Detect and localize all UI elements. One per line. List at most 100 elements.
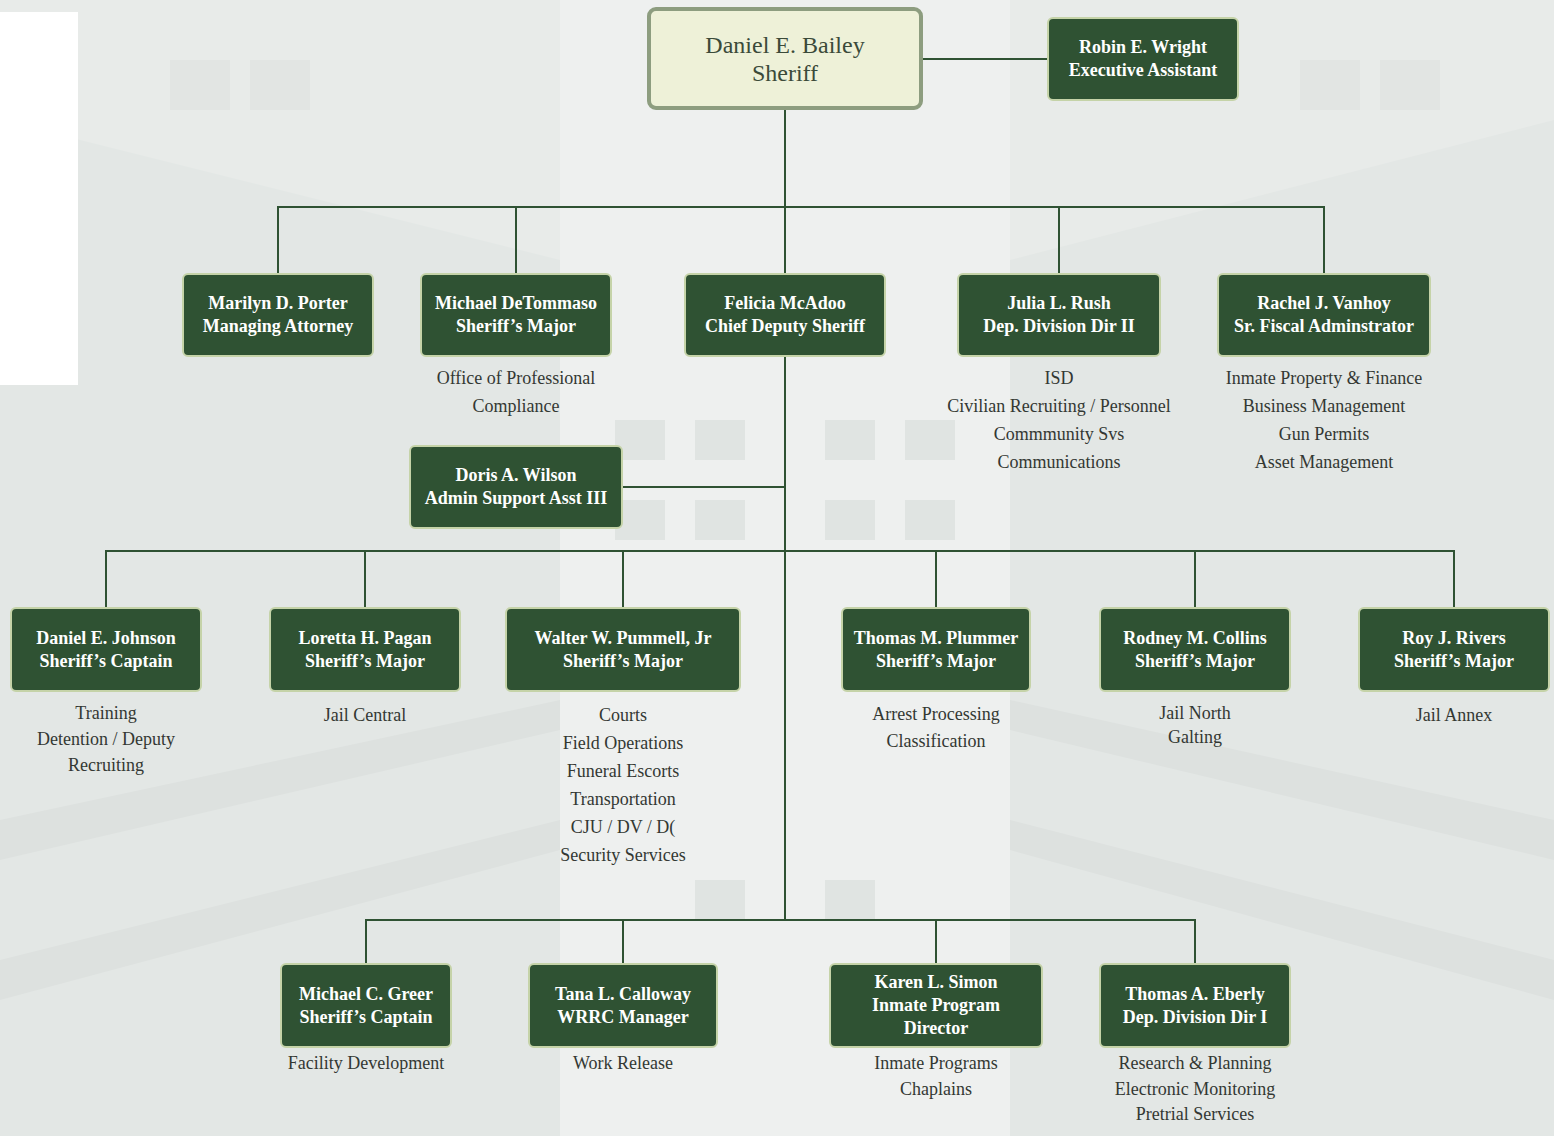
person-name: Rachel J. Vanhoy — [1257, 292, 1391, 315]
person-name: Karen L. Simon — [874, 971, 997, 994]
white-panel — [0, 12, 78, 385]
unit-name: Funeral Escorts — [560, 757, 685, 785]
staff-box: Thomas A. EberlyDep. Division Dir IResea… — [1099, 963, 1291, 1048]
unit-name: Work Release — [573, 1051, 673, 1077]
window — [695, 500, 745, 540]
person-name: Thomas M. Plummer — [854, 627, 1018, 650]
window — [905, 420, 955, 460]
unit-list: Jail Central — [324, 701, 406, 729]
person-name: Marilyn D. Porter — [208, 292, 347, 315]
unit-name: Training — [31, 700, 181, 726]
unit-name: Business Management — [1226, 392, 1422, 420]
unit-name: Chaplains — [874, 1077, 997, 1103]
person-name: Julia L. Rush — [1007, 292, 1111, 315]
job-title: Sheriff’s Major — [1135, 650, 1255, 673]
staff-box: Michael C. GreerSheriff’s CaptainFacilit… — [280, 963, 452, 1048]
unit-name: ISD — [947, 364, 1170, 392]
unit-list: Research & PlanningElectronic Monitoring… — [1115, 1051, 1275, 1128]
job-title: Sheriff’s Major — [305, 650, 425, 673]
unit-list: Facility Development — [288, 1051, 444, 1077]
job-title: Sheriff’s Major — [563, 650, 683, 673]
job-title: Managing Attorney — [203, 315, 354, 338]
unit-name: Transportation — [560, 785, 685, 813]
org-connector — [785, 110, 1324, 273]
person-name: Felicia McAdoo — [724, 292, 845, 315]
window — [1300, 60, 1360, 110]
unit-list: Inmate ProgramsChaplains — [874, 1051, 997, 1102]
person-name: Roy J. Rivers — [1402, 627, 1505, 650]
job-title: Sr. Fiscal Adminstrator — [1234, 315, 1414, 338]
person-name: Thomas A. Eberly — [1125, 983, 1265, 1006]
head-box: Daniel E. BaileySheriff — [647, 7, 923, 110]
unit-list: Jail NorthGalting — [1159, 701, 1231, 749]
person-name: Michael C. Greer — [299, 983, 433, 1006]
org-connector — [785, 357, 936, 607]
org-connector — [278, 110, 785, 273]
org-connector — [923, 58, 1047, 60]
unit-list: TrainingDetention / Deputy Recruiting — [31, 700, 181, 778]
unit-name: Inmate Property & Finance — [1226, 364, 1422, 392]
unit-list: Arrest ProcessingClassification — [872, 701, 999, 755]
unit-name: CJU / DV / D( — [560, 813, 685, 841]
unit-name: Inmate Programs — [874, 1051, 997, 1077]
unit-name: Pretrial Services — [1115, 1102, 1275, 1128]
unit-name: Gun Permits — [1226, 420, 1422, 448]
window — [825, 500, 875, 540]
job-title: Sheriff’s Major — [456, 315, 576, 338]
job-title: WRRC Manager — [557, 1006, 688, 1029]
person-name: Michael DeTommaso — [435, 292, 597, 315]
unit-name: Courts — [560, 701, 685, 729]
unit-name: Jail Central — [324, 701, 406, 729]
staff-box: Tana L. CallowayWRRC ManagerWork Release — [528, 963, 718, 1048]
staff-box: Michael DeTommasoSheriff’s MajorOffice o… — [420, 273, 612, 357]
staff-box: Rachel J. VanhoySr. Fiscal AdminstratorI… — [1217, 273, 1431, 357]
staff-box: Doris A. WilsonAdmin Support Asst III — [409, 445, 623, 529]
job-title: Executive Assistant — [1069, 59, 1218, 82]
unit-name: Jail North — [1159, 701, 1231, 725]
window — [825, 880, 875, 920]
org-connector — [623, 357, 785, 607]
job-title: Chief Deputy Sheriff — [705, 315, 865, 338]
person-name: Walter W. Pummell, Jr — [534, 627, 711, 650]
unit-name: Detention / Deputy Recruiting — [31, 726, 181, 778]
person-name: Tana L. Calloway — [555, 983, 691, 1006]
org-connector — [106, 357, 785, 607]
window — [170, 60, 230, 110]
staff-box: Julia L. RushDep. Division Dir IIISDCivi… — [957, 273, 1161, 357]
unit-name: Jail Annex — [1416, 701, 1493, 729]
unit-list: CourtsField OperationsFuneral EscortsTra… — [560, 701, 685, 869]
unit-name: Communications — [947, 448, 1170, 476]
window — [825, 420, 875, 460]
staff-box: Karen L. SimonInmate Program DirectorInm… — [829, 963, 1043, 1048]
person-name: Loretta H. Pagan — [298, 627, 431, 650]
unit-name: Security Services — [560, 841, 685, 869]
unit-list: Office of Professional Compliance — [401, 364, 631, 420]
person-name: Robin E. Wright — [1079, 36, 1207, 59]
job-title: Sheriff’s Major — [876, 650, 996, 673]
org-connector — [623, 357, 785, 487]
job-title: Sheriff — [752, 59, 818, 87]
staff-box: Rodney M. CollinsSheriff’s MajorJail Nor… — [1099, 607, 1291, 692]
unit-name: Field Operations — [560, 729, 685, 757]
staff-box: Marilyn D. PorterManaging Attorney — [182, 273, 374, 357]
staff-box: Loretta H. PaganSheriff’s MajorJail Cent… — [269, 607, 461, 692]
job-title: Sheriff’s Major — [1394, 650, 1514, 673]
staff-box: Thomas M. PlummerSheriff’s MajorArrest P… — [841, 607, 1031, 692]
unit-name: Galting — [1159, 725, 1231, 749]
unit-list: ISDCivilian Recruiting / PersonnelCommmu… — [947, 364, 1170, 476]
unit-name: Asset Management — [1226, 448, 1422, 476]
job-title: Sheriff’s Captain — [300, 1006, 433, 1029]
staff-box: Walter W. Pummell, JrSheriff’s MajorCour… — [505, 607, 741, 692]
unit-list: Jail Annex — [1416, 701, 1493, 729]
job-title: Dep. Division Dir I — [1123, 1006, 1268, 1029]
person-name: Daniel E. Bailey — [705, 31, 864, 59]
job-title: Sheriff’s Captain — [40, 650, 173, 673]
job-title: Admin Support Asst III — [425, 487, 608, 510]
unit-list: Work Release — [573, 1051, 673, 1077]
wing-stripe — [1010, 700, 1554, 860]
window — [695, 420, 745, 460]
staff-box: Roy J. RiversSheriff’s MajorJail Annex — [1358, 607, 1550, 692]
unit-name: Civilian Recruiting / Personnel — [947, 392, 1170, 420]
